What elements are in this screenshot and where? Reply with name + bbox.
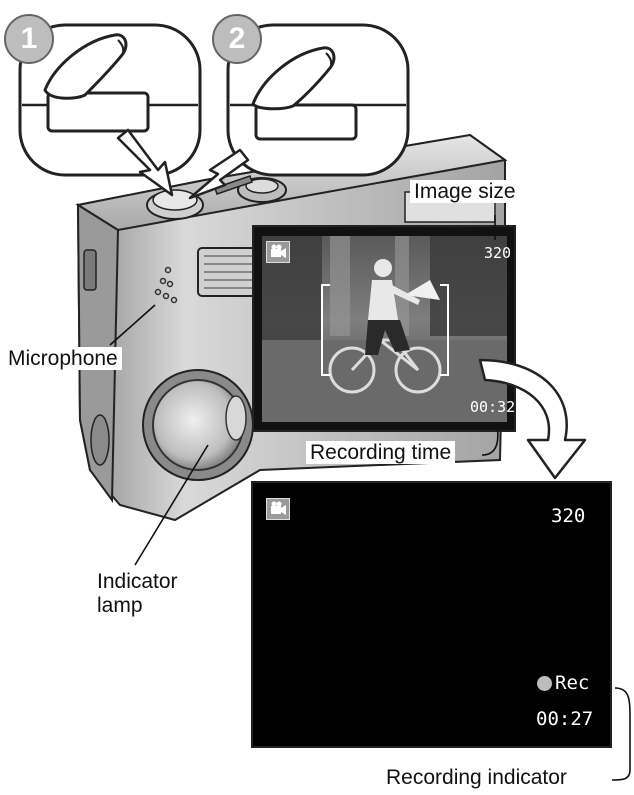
recording-indicator-label: Recording indicator [386, 766, 567, 789]
lcd-screen-recording [251, 481, 612, 748]
rec-dot-icon [537, 676, 552, 691]
press-arrows [116, 128, 250, 200]
movie-camera-icon [266, 241, 290, 263]
microphone-label: Microphone [4, 347, 122, 371]
step2-bubble [226, 23, 410, 177]
step1-bubble [18, 23, 202, 177]
indicator-lamp-label-line1: Indicator [97, 570, 178, 593]
transition-arrow [478, 358, 587, 480]
movie-camera-icon [266, 498, 290, 520]
recording-time-value-live: 00:32 [470, 398, 516, 416]
image-size-value-recording: 320 [551, 505, 586, 527]
step-1-badge: 1 [4, 14, 54, 64]
recording-time-value-recording: 00:27 [536, 708, 594, 730]
rec-indicator-text: Rec [555, 672, 590, 694]
indicator-lamp-label-line2: lamp [97, 594, 143, 617]
image-size-label: Image size [410, 180, 520, 204]
image-size-value-live: 320 [484, 244, 512, 262]
lcd-screen-live [252, 225, 516, 432]
step-2-badge: 2 [212, 14, 262, 64]
recording-time-label: Recording time [306, 441, 456, 465]
leader-lines [109, 215, 631, 781]
